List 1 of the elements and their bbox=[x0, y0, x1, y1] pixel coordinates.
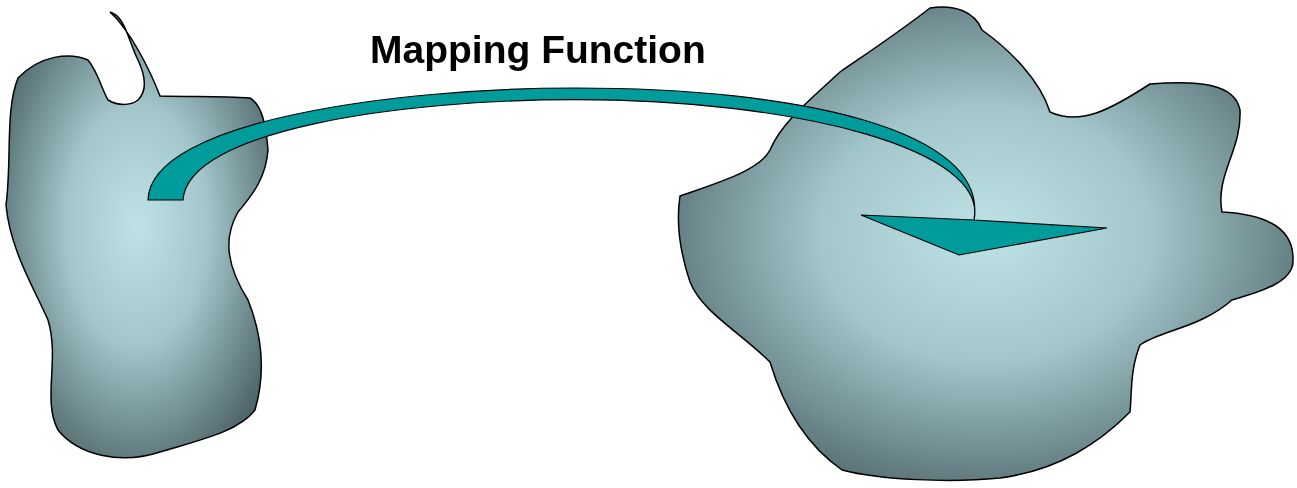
curved-arrow bbox=[147, 87, 1108, 256]
